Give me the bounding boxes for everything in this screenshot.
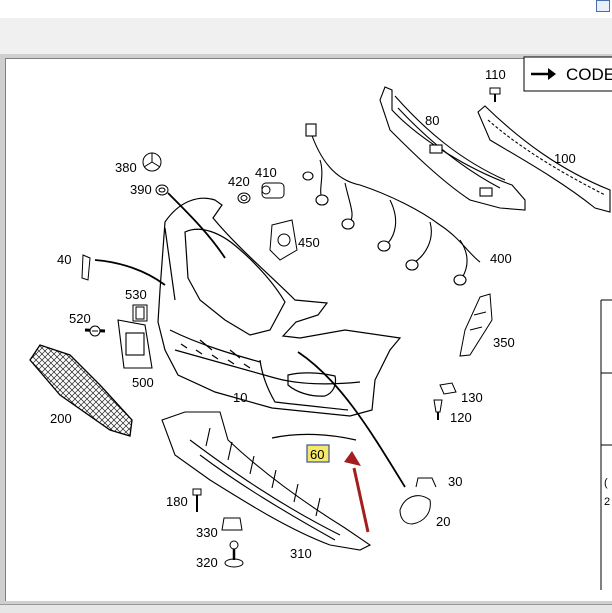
highlight-box-60[interactable] [306, 444, 330, 463]
callout-520: 520 [69, 311, 91, 326]
callout-100: 100 [554, 151, 576, 166]
bolt-180 [192, 488, 202, 512]
clip-530 [132, 304, 148, 322]
screw-110 [489, 87, 501, 102]
underbody-panel-310 [161, 411, 372, 551]
bracket-350 [459, 293, 493, 357]
callout-330: 330 [196, 525, 218, 540]
leader-20 [297, 351, 406, 488]
callout-120: 120 [450, 410, 472, 425]
sensor-410 [261, 182, 285, 199]
callout-30: 30 [448, 474, 462, 489]
callout-130: 130 [461, 390, 483, 405]
callout-450: 450 [298, 235, 320, 250]
ring-420 [237, 192, 251, 204]
bumper-cover [157, 197, 402, 417]
legend-box: CODE [523, 56, 612, 92]
callout-500: 500 [132, 375, 154, 390]
svg-text:2: 2 [604, 496, 610, 508]
callout-350: 350 [493, 335, 515, 350]
lower-grille-200 [29, 344, 133, 437]
clip-30 [415, 477, 437, 488]
ring-390 [155, 184, 169, 196]
right-panel-fragment: ( 2 [600, 299, 612, 590]
plate-bracket-500 [117, 319, 153, 369]
wiring-harness-400 [302, 123, 481, 286]
callout-60[interactable]: 60 [310, 447, 324, 462]
callout-180: 180 [166, 494, 188, 509]
callout-380: 380 [115, 160, 137, 175]
clip-330 [221, 517, 243, 531]
status-bar [0, 604, 612, 613]
screw-520 [84, 325, 106, 337]
badge-380 [142, 152, 162, 172]
screw-120 [433, 399, 443, 420]
bolt-320 [224, 540, 244, 568]
tow-hook-cover-20 [399, 495, 431, 525]
callout-410: 410 [255, 165, 277, 180]
callout-10: 10 [233, 390, 247, 405]
callout-40: 40 [57, 252, 71, 267]
holder-450 [269, 219, 298, 261]
trim-strip-60 [271, 433, 357, 441]
absorber-100 [477, 105, 611, 213]
callout-110: 110 [485, 67, 506, 82]
callout-20: 20 [436, 514, 450, 529]
callout-320: 320 [196, 555, 218, 570]
callout-200: 200 [50, 411, 72, 426]
callout-530: 530 [125, 287, 147, 302]
clip-130 [439, 382, 457, 395]
svg-text:(: ( [604, 477, 608, 489]
reinforcement-80 [379, 86, 526, 211]
legend-code-label: CODE [566, 65, 612, 84]
callout-420: 420 [228, 174, 250, 189]
bracket-40 [81, 254, 166, 286]
callout-310: 310 [290, 546, 312, 561]
leader-390 [167, 192, 226, 259]
callout-390: 390 [130, 182, 152, 197]
callout-80: 80 [425, 113, 439, 128]
callout-400: 400 [490, 251, 512, 266]
chart-icon[interactable] [596, 0, 610, 12]
red-arrow [344, 451, 370, 533]
toolbar [0, 18, 612, 55]
